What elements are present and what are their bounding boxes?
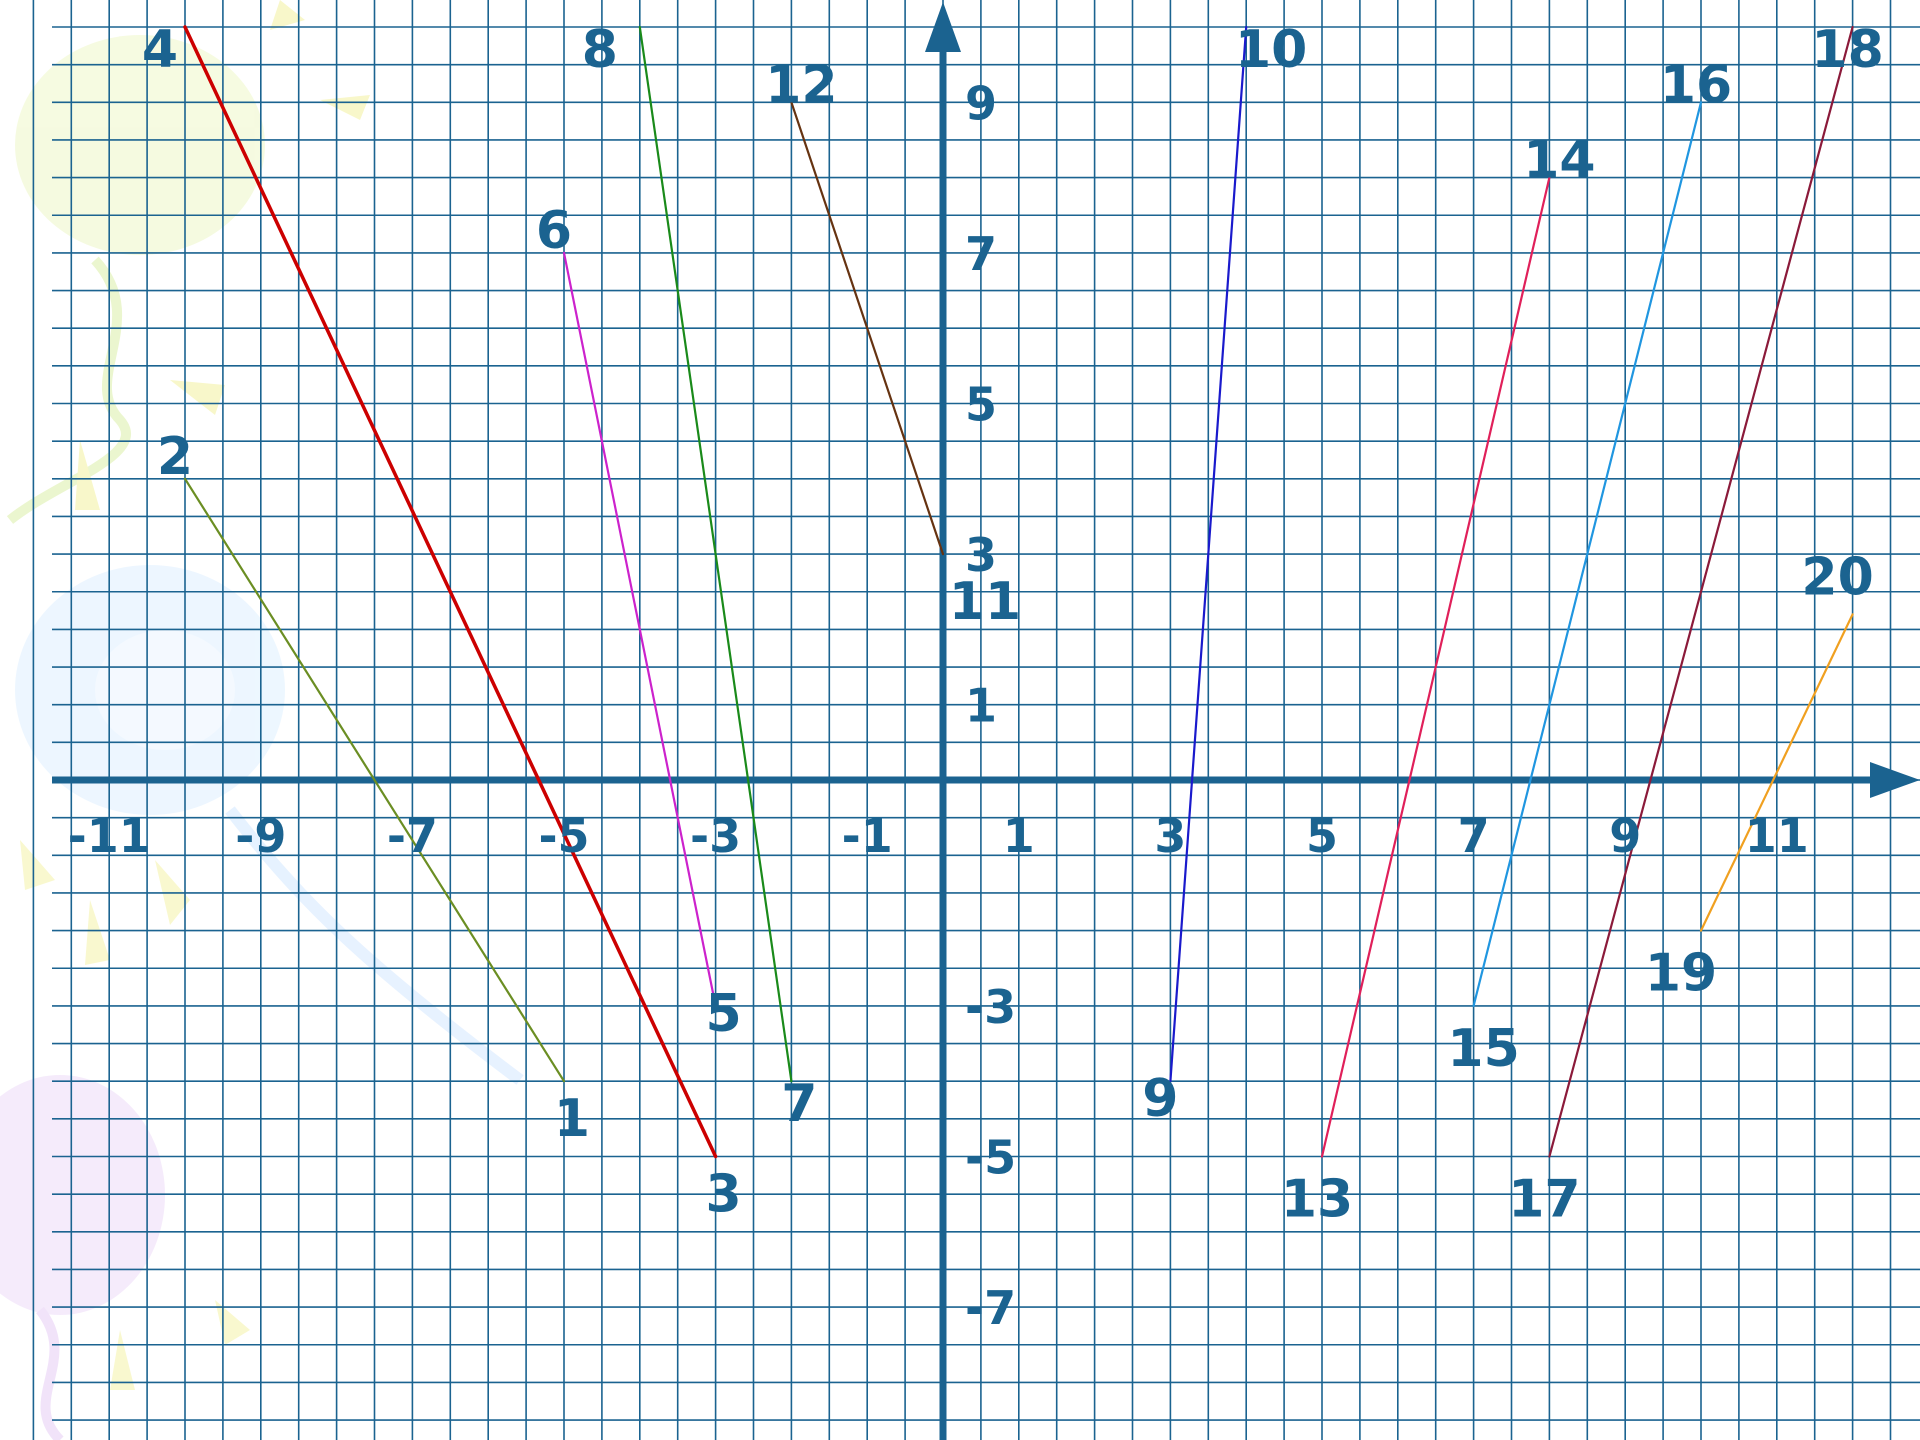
segment-7-8 <box>638 25 793 1083</box>
x-tick-label: 7 <box>1458 809 1490 863</box>
point-label-9: 9 <box>1142 1069 1178 1129</box>
y-tick-label: -7 <box>965 1281 1016 1335</box>
point-label-14: 14 <box>1523 131 1595 191</box>
segment-5-6 <box>562 251 717 1008</box>
x-tick-label: -11 <box>68 809 151 863</box>
grid-lines <box>32 0 1920 1440</box>
y-tick-label: -3 <box>965 980 1016 1034</box>
balloon-yellow-decoration <box>6 0 370 524</box>
segment-9-10 <box>1169 25 1248 1083</box>
decorative-balloons <box>0 0 524 1440</box>
line-segments <box>183 25 1854 1159</box>
y-axis-arrow <box>925 2 961 52</box>
segment-17-18 <box>1548 25 1854 1158</box>
x-tick-label: -9 <box>235 809 286 863</box>
x-tick-label: -7 <box>387 809 438 863</box>
balloon-purple-decoration <box>0 1075 250 1440</box>
segment-13-14 <box>1320 176 1551 1158</box>
point-label-15: 15 <box>1447 1019 1519 1079</box>
point-label-7: 7 <box>781 1074 817 1134</box>
point-label-6: 6 <box>536 201 572 261</box>
y-tick-label: 5 <box>965 378 997 432</box>
axes <box>52 2 1920 1440</box>
x-tick-label: -3 <box>690 809 741 863</box>
x-tick-label: 1 <box>1003 809 1035 863</box>
point-label-10: 10 <box>1235 20 1307 80</box>
point-label-18: 18 <box>1811 20 1883 80</box>
point-label-12: 12 <box>765 55 837 115</box>
point-label-2: 2 <box>157 427 193 487</box>
y-tick-label: 7 <box>965 227 997 281</box>
x-tick-label: 5 <box>1306 809 1338 863</box>
y-tick-label: 3 <box>965 528 997 582</box>
segment-1-2 <box>183 477 566 1083</box>
segment-15-16 <box>1472 101 1703 1008</box>
y-tick-label: 1 <box>965 679 997 733</box>
x-tick-label: 9 <box>1609 809 1641 863</box>
point-label-8: 8 <box>582 20 618 80</box>
point-label-13: 13 <box>1281 1170 1353 1230</box>
balloon-blue-decoration <box>15 565 524 1085</box>
segment-19-20 <box>1699 613 1854 932</box>
point-label-1: 1 <box>554 1089 590 1149</box>
x-axis-arrow <box>1870 762 1920 798</box>
point-label-20: 20 <box>1801 547 1873 607</box>
y-tick-label: -5 <box>965 1131 1016 1185</box>
point-label-19: 19 <box>1645 944 1717 1004</box>
x-tick-label: -1 <box>842 809 893 863</box>
x-tick-label: 3 <box>1154 809 1186 863</box>
point-label-3: 3 <box>706 1165 742 1225</box>
point-label-5: 5 <box>706 984 742 1044</box>
point-label-16: 16 <box>1660 55 1732 115</box>
x-tick-label: 11 <box>1745 809 1809 863</box>
point-label-4: 4 <box>142 20 178 80</box>
segment-11-12 <box>790 101 945 556</box>
x-tick-label: -5 <box>538 809 589 863</box>
point-label-17: 17 <box>1508 1170 1580 1230</box>
y-tick-label: 9 <box>965 76 997 130</box>
point-label-11: 11 <box>949 572 1021 632</box>
segment-3-4 <box>183 25 718 1159</box>
